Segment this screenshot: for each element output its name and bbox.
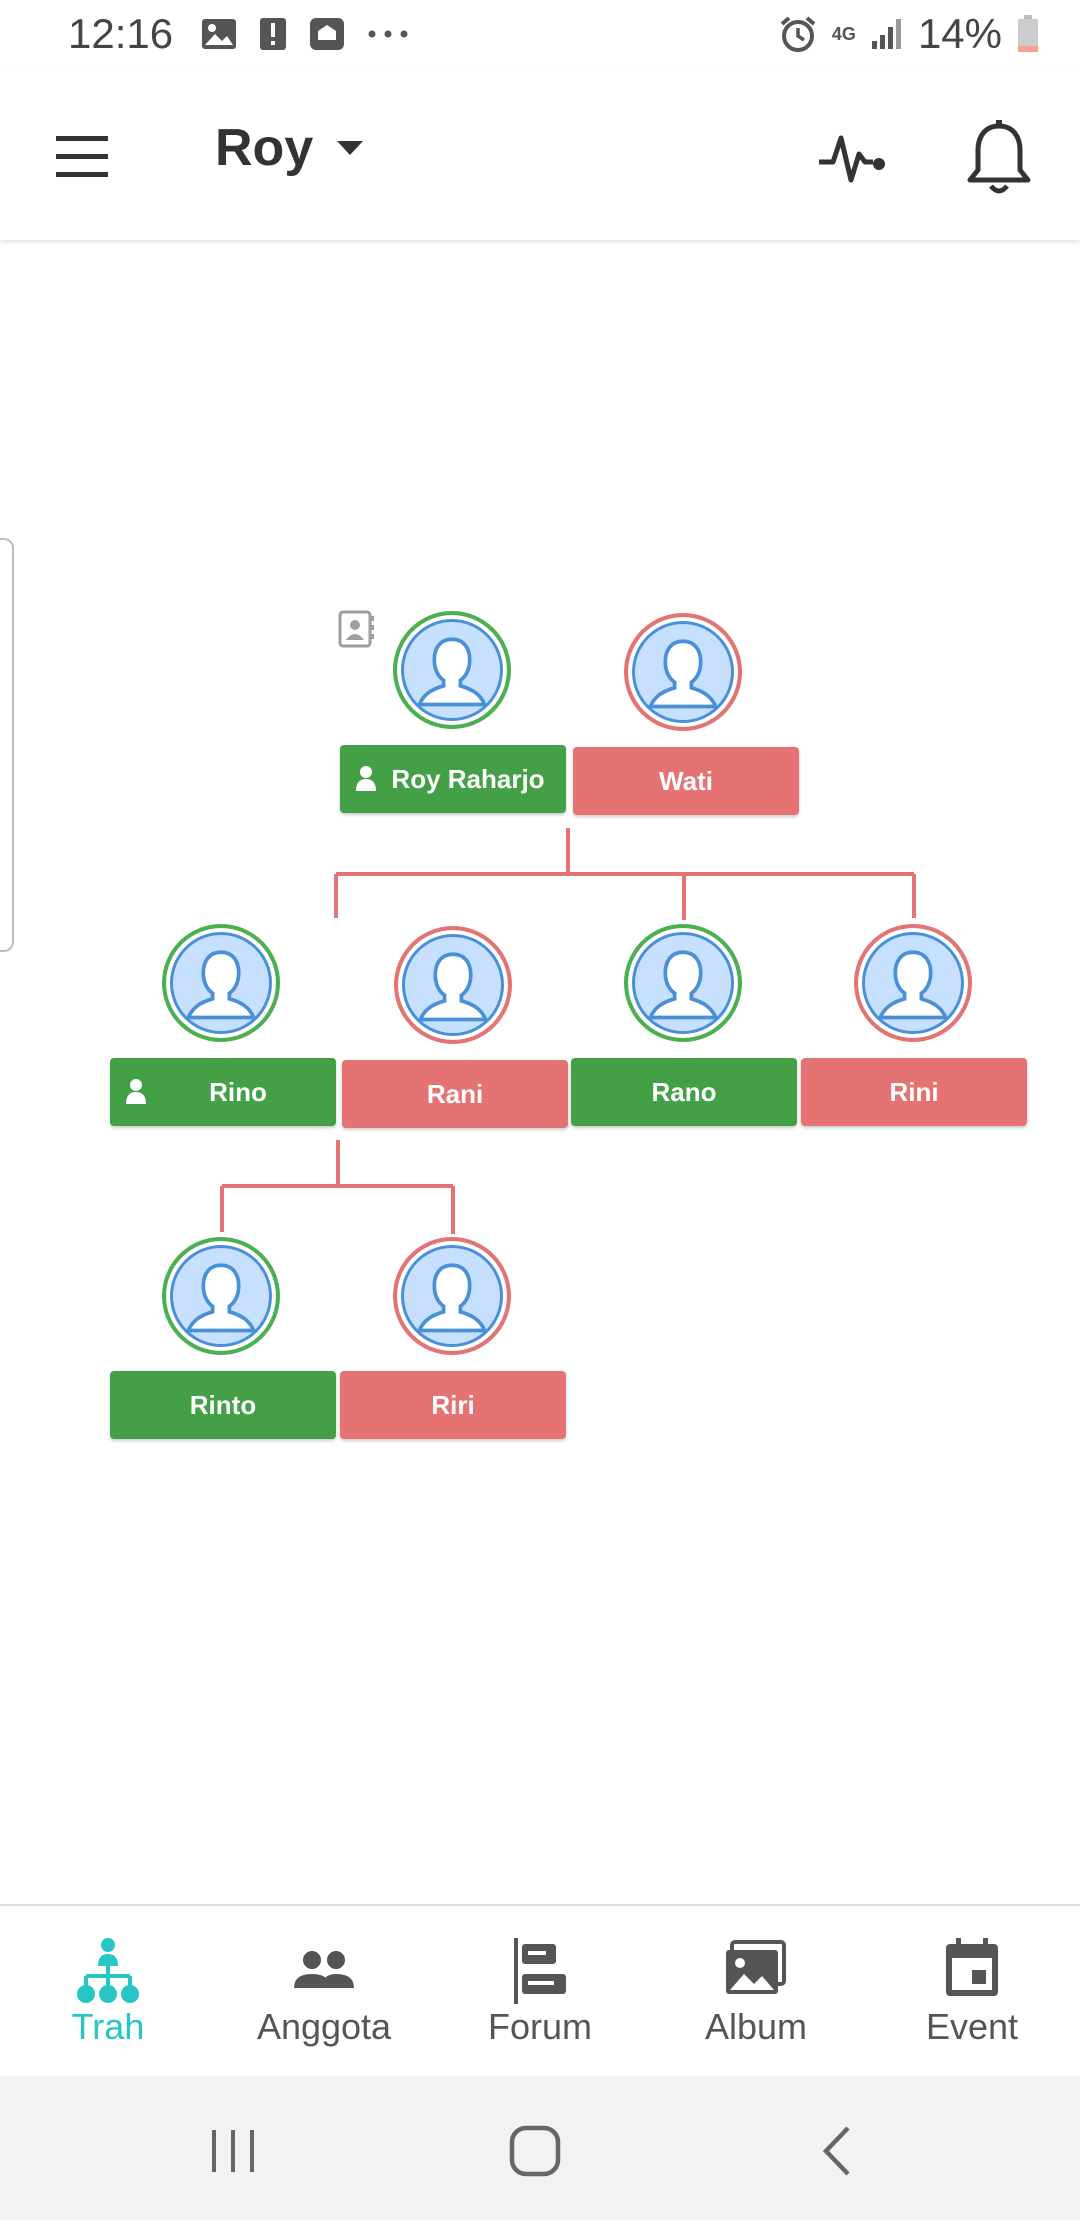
tab-event[interactable]: Event — [864, 1906, 1080, 2078]
tab-label: Trah — [71, 2006, 145, 2047]
chevron-down-icon — [337, 141, 364, 155]
tab-anggota[interactable]: Anggota — [216, 1906, 432, 2078]
activity-icon[interactable] — [815, 120, 891, 196]
notification-icons — [200, 16, 410, 52]
avatar[interactable] — [393, 1237, 511, 1355]
member-name: Rini — [889, 1076, 939, 1107]
family-tree: Roy Raharjo Wati Rino Rani Rano Rini Rin… — [0, 240, 1080, 1904]
contact-book-icon[interactable] — [338, 608, 376, 650]
user-icon — [126, 1079, 146, 1104]
avatar[interactable] — [162, 1237, 280, 1355]
member-card-roy-raharjo[interactable]: Roy Raharjo — [340, 745, 566, 813]
person-silhouette-icon — [647, 950, 719, 1020]
person-silhouette-icon — [185, 950, 257, 1020]
album-icon — [726, 1940, 786, 1994]
image-notification-icon — [202, 19, 236, 49]
status-bar: 12:16 4G 14% — [0, 0, 1080, 72]
system-navigation-bar — [0, 2076, 1080, 2220]
person-silhouette-icon — [416, 1263, 488, 1333]
member-name: Roy Raharjo — [391, 763, 545, 794]
drawer-handle[interactable] — [0, 538, 14, 952]
alarm-icon — [780, 16, 816, 52]
user-icon — [356, 766, 376, 791]
back-icon[interactable] — [804, 2116, 874, 2186]
tab-album[interactable]: Album — [648, 1906, 864, 2078]
avatar[interactable] — [394, 926, 512, 1044]
person-silhouette-icon — [416, 637, 488, 707]
member-name: Rinto — [189, 1389, 257, 1420]
network-type-label: 4G — [831, 24, 856, 44]
recent-apps-icon[interactable] — [198, 2116, 268, 2186]
member-name: Wati — [659, 765, 713, 796]
avatar[interactable] — [162, 924, 280, 1042]
avatar[interactable] — [854, 924, 972, 1042]
person-silhouette-icon — [647, 639, 719, 709]
avatar[interactable] — [393, 611, 511, 729]
tab-label: Anggota — [256, 2006, 392, 2047]
avatar[interactable] — [624, 924, 742, 1042]
forum-icon — [514, 1938, 566, 2004]
person-silhouette-icon — [185, 1263, 257, 1333]
person-silhouette-icon — [417, 952, 489, 1022]
bottom-navigation: Trah Anggota Forum Album Event — [0, 1904, 1080, 2078]
app-bar: Roy — [0, 72, 1080, 240]
member-name: Rano — [651, 1076, 717, 1107]
member-name: Riri — [431, 1389, 475, 1420]
family-selector[interactable]: Roy — [215, 118, 365, 178]
system-status-icons: 4G 14% — [778, 10, 1040, 58]
alert-notification-icon — [260, 18, 286, 50]
member-card-rini[interactable]: Rini — [801, 1058, 1027, 1126]
group-icon — [294, 1951, 354, 1988]
tab-label: Event — [925, 2006, 1019, 2047]
page-title: Roy — [215, 119, 314, 177]
member-card-riri[interactable]: Riri — [340, 1371, 566, 1439]
member-name: Rino — [209, 1076, 267, 1107]
more-notifications-icon — [368, 30, 408, 38]
calendar-icon — [946, 1938, 998, 1996]
tab-label: Forum — [487, 2006, 592, 2047]
tab-trah[interactable]: Trah — [0, 1906, 216, 2078]
tab-forum[interactable]: Forum — [432, 1906, 648, 2078]
tree-connectors — [220, 828, 916, 1234]
avatar[interactable] — [624, 613, 742, 731]
member-card-wati[interactable]: Wati — [573, 747, 799, 815]
family-tree-icon — [77, 1938, 139, 2003]
person-silhouette-icon — [877, 950, 949, 1020]
app-notification-icon — [310, 18, 344, 50]
member-card-rani[interactable]: Rani — [342, 1060, 568, 1128]
battery-percent: 14% — [917, 10, 1002, 57]
member-name: Rani — [426, 1078, 484, 1109]
signal-icon — [871, 19, 901, 49]
member-card-rano[interactable]: Rano — [571, 1058, 797, 1126]
status-time: 12:16 — [68, 10, 174, 57]
tab-label: Album — [704, 2006, 808, 2047]
bell-icon[interactable] — [964, 118, 1034, 198]
member-card-rinto[interactable]: Rinto — [110, 1371, 336, 1439]
home-icon[interactable] — [500, 2116, 570, 2186]
battery-icon — [1018, 15, 1038, 52]
member-card-rino[interactable]: Rino — [110, 1058, 336, 1126]
menu-icon[interactable] — [52, 132, 112, 182]
